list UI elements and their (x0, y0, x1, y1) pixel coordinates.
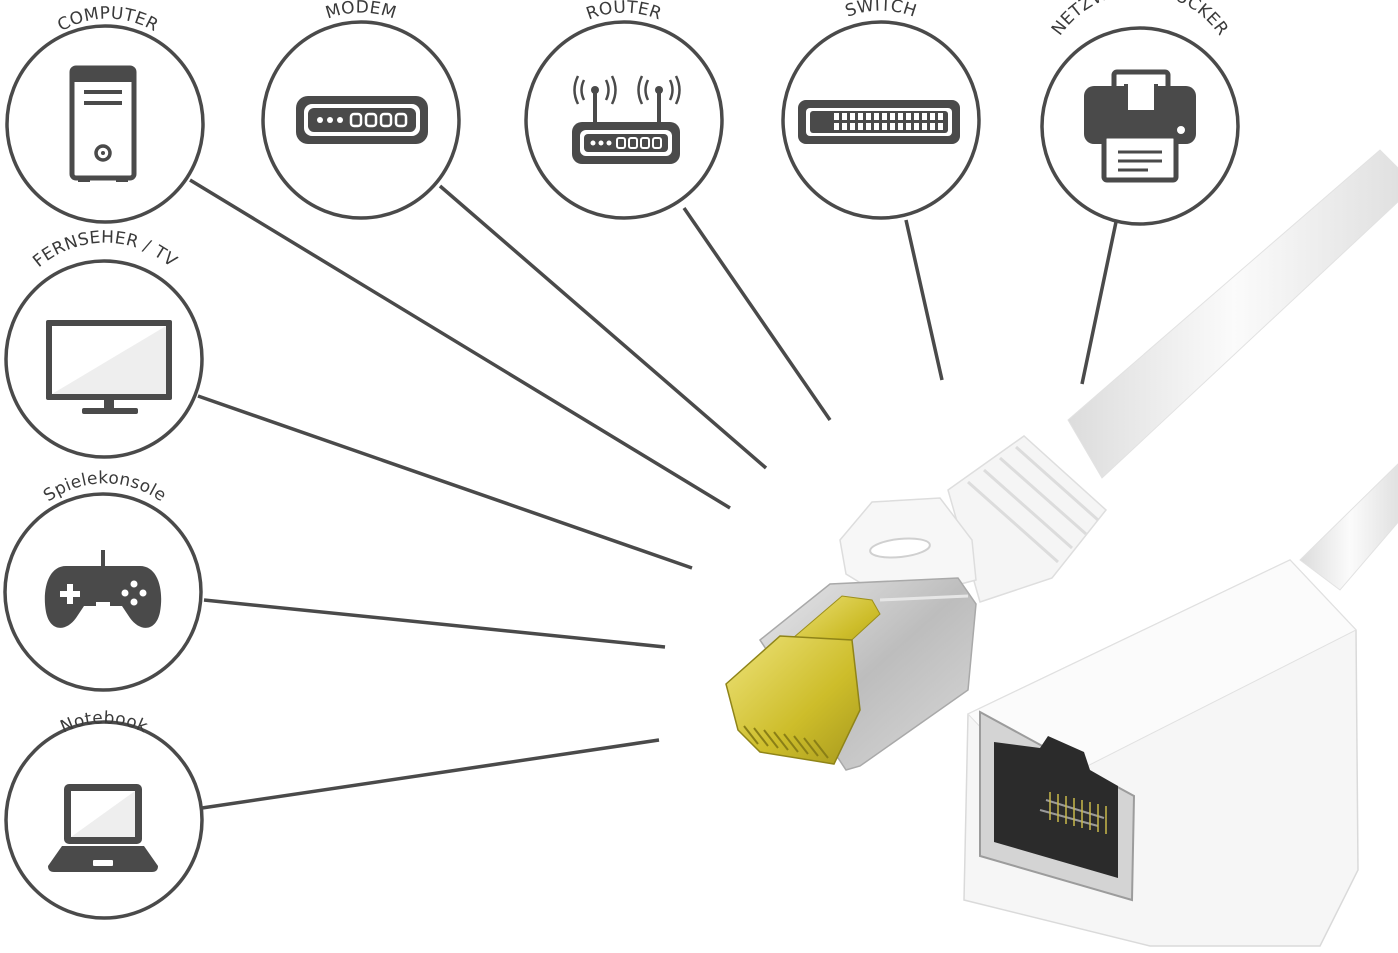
line-printer (1080, 221, 1118, 385)
label-modem: MODEM (323, 0, 398, 23)
line-computer (189, 178, 731, 510)
connector-lines (189, 178, 1118, 810)
printer-icon (1084, 69, 1196, 183)
line-router (682, 207, 832, 421)
tv-icon (46, 320, 172, 414)
modem-icon (296, 96, 428, 144)
label-switch: SWITCH (843, 0, 919, 22)
ethernet-cable (1067, 149, 1398, 591)
line-console (203, 598, 666, 649)
rj45-coupler (963, 559, 1359, 947)
router-icon (572, 75, 681, 164)
router-circle (524, 20, 724, 220)
rj45-plug (725, 435, 1108, 771)
switch-icon (798, 100, 960, 144)
line-tv (197, 394, 693, 570)
line-modem (438, 184, 768, 470)
computer-icon (69, 65, 137, 182)
gamepad-icon (44, 550, 162, 628)
laptop-icon (48, 784, 158, 872)
line-switch (904, 219, 944, 381)
line-notebook (201, 738, 660, 810)
